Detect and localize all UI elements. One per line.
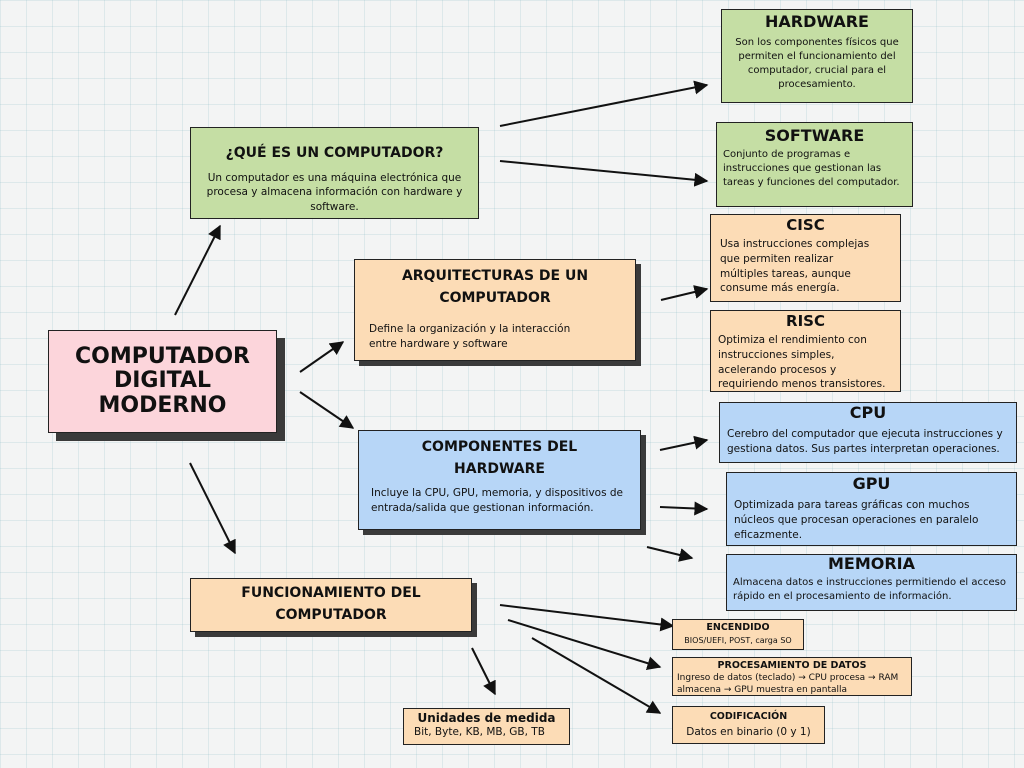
- arrow-funcionamiento-to-encendido: [499, 604, 675, 632]
- unidades-title: Unidades de medida: [417, 711, 556, 725]
- arrow-arquitecturas-to-cisc: [660, 285, 709, 301]
- componentes-node: COMPONENTES DEL HARDWARE Incluye la CPU,…: [358, 430, 641, 530]
- arrow-main-to-que-es: [174, 224, 221, 316]
- memoria-text: Almacena datos e instrucciones permitien…: [733, 576, 1006, 603]
- procesamiento-text: Ingreso de datos (teclado) → CPU procesa…: [677, 673, 899, 696]
- main-node: COMPUTADOR DIGITAL MODERNO: [48, 330, 277, 433]
- risc-title: RISC: [786, 312, 825, 330]
- main-title: COMPUTADOR DIGITAL MODERNO: [75, 344, 250, 418]
- cpu-node: CPU Cerebro del computador que ejecuta i…: [719, 402, 1017, 463]
- arrow-main-to-componentes: [299, 391, 355, 429]
- arquitecturas-text: Define la organización y la interacción …: [369, 323, 571, 351]
- unidades-node: Unidades de medida Bit, Byte, KB, MB, GB…: [403, 708, 570, 745]
- encendido-node: ENCENDIDO BIOS/UEFI, POST, carga SO: [672, 619, 804, 650]
- encendido-title: ENCENDIDO: [706, 622, 770, 633]
- que-es-title: ¿QUÉ ES UN COMPUTADOR?: [225, 145, 444, 161]
- hardware-text: Son los componentes físicos que permiten…: [735, 36, 899, 91]
- encendido-text: BIOS/UEFI, POST, carga SO: [684, 636, 792, 646]
- gpu-title: GPU: [852, 474, 891, 493]
- cpu-text: Cerebro del computador que ejecuta instr…: [727, 427, 1003, 455]
- funcionamiento-title: FUNCIONAMIENTO DEL COMPUTADOR: [241, 585, 421, 623]
- codificacion-text: Datos en binario (0 y 1): [686, 726, 811, 739]
- unidades-text: Bit, Byte, KB, MB, GB, TB: [414, 726, 545, 739]
- gpu-text: Optimizada para tareas gráficas con much…: [734, 498, 979, 541]
- codificacion-title: CODIFICACIÓN: [709, 711, 788, 722]
- memoria-title: MEMORIA: [827, 554, 916, 573]
- componentes-title: COMPONENTES DEL HARDWARE: [421, 439, 578, 477]
- arrow-funcionamiento-to-procesamiento: [507, 619, 662, 670]
- arrow-componentes-to-gpu: [659, 501, 709, 516]
- memoria-node: MEMORIA Almacena datos e instrucciones p…: [726, 554, 1017, 611]
- hardware-node: HARDWARE Son los componentes físicos que…: [721, 9, 913, 103]
- arrow-que-es-to-software: [499, 160, 709, 187]
- risc-node: RISC Optimiza el rendimiento con instruc…: [710, 310, 901, 392]
- gpu-node: GPU Optimizada para tareas gráficas con …: [726, 472, 1017, 546]
- cisc-text: Usa instrucciones complejas que permiten…: [720, 237, 870, 295]
- cpu-title: CPU: [849, 403, 887, 422]
- risc-text: Optimiza el rendimiento con instruccione…: [718, 333, 886, 391]
- arrow-componentes-to-memoria: [646, 546, 694, 562]
- arrow-funcionamiento-to-codificacion: [531, 637, 662, 714]
- procesamiento-node: PROCESAMIENTO DE DATOS Ingreso de datos …: [672, 657, 912, 696]
- arrow-funcionamiento-to-unidades: [471, 647, 496, 696]
- que-es-node: ¿QUÉ ES UN COMPUTADOR? Un computador es …: [190, 127, 479, 219]
- cisc-node: CISC Usa instrucciones complejas que per…: [710, 214, 901, 302]
- arrow-main-to-funcionamiento: [189, 462, 236, 555]
- codificacion-node: CODIFICACIÓN Datos en binario (0 y 1): [672, 706, 825, 744]
- software-title: SOFTWARE: [764, 126, 865, 145]
- funcionamiento-node: FUNCIONAMIENTO DEL COMPUTADOR: [190, 578, 472, 632]
- que-es-text: Un computador es una máquina electrónica…: [206, 171, 463, 214]
- procesamiento-title: PROCESAMIENTO DE DATOS: [717, 660, 867, 671]
- arrow-main-to-arquitecturas: [299, 341, 345, 373]
- arrow-que-es-to-hardware: [499, 80, 709, 127]
- arquitecturas-node: ARQUITECTURAS DE UN COMPUTADOR Define la…: [354, 259, 636, 361]
- componentes-text: Incluye la CPU, GPU, memoria, y disposit…: [371, 487, 624, 515]
- software-node: SOFTWARE Conjunto de programas e instruc…: [716, 122, 913, 207]
- software-text: Conjunto de programas e instrucciones qu…: [723, 148, 900, 189]
- arrow-componentes-to-cpu: [659, 435, 709, 451]
- hardware-title: HARDWARE: [765, 12, 869, 31]
- cisc-title: CISC: [786, 216, 825, 234]
- arquitecturas-title: ARQUITECTURAS DE UN COMPUTADOR: [401, 268, 589, 306]
